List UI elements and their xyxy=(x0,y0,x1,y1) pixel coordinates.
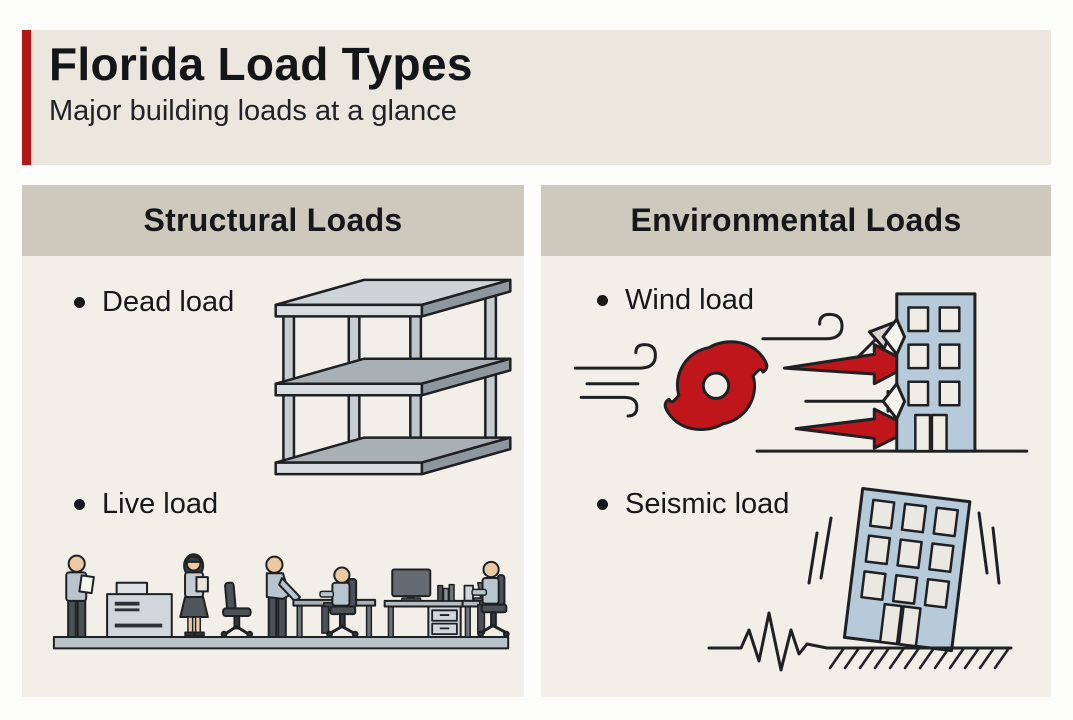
wind-load-label: Wind load xyxy=(625,284,754,316)
printer xyxy=(107,583,172,637)
panel-structural-body: Dead load xyxy=(22,256,524,697)
hurricane-arrows-building-icon xyxy=(571,286,1031,457)
panel-environmental-loads: Environmental Loads Wind load xyxy=(541,185,1051,697)
bullet-icon xyxy=(597,295,608,306)
panel-environmental-header: Environmental Loads xyxy=(541,185,1051,256)
panel-structural-header: Structural Loads xyxy=(22,185,524,256)
bullet-icon xyxy=(597,499,608,510)
list-item-live-load: Live load xyxy=(74,488,218,521)
list-item-wind-load: Wind load xyxy=(597,284,754,317)
live-load-label: Live load xyxy=(102,488,219,520)
office-chair xyxy=(222,582,252,636)
leaning-man xyxy=(266,557,300,637)
seated-person xyxy=(320,568,358,637)
standing-person xyxy=(66,556,94,637)
header-inner: Florida Load Types Major building loads … xyxy=(31,30,1051,129)
page-title: Florida Load Types xyxy=(49,38,473,90)
seismic-load-label: Seismic load xyxy=(625,488,790,520)
office-occupants-icon xyxy=(52,538,512,657)
dead-load-label: Dead load xyxy=(102,286,235,318)
header-banner: Florida Load Types Major building loads … xyxy=(22,30,1051,165)
list-item-dead-load: Dead load xyxy=(74,286,234,319)
panel-structural-loads: Structural Loads Dead load xyxy=(22,185,524,697)
page-subtitle: Major building loads at a glance xyxy=(49,95,457,127)
bullet-icon xyxy=(74,297,85,308)
list-item-seismic-load: Seismic load xyxy=(597,488,789,521)
desk-with-monitor xyxy=(385,569,463,636)
bullet-icon xyxy=(74,499,85,510)
desk-with-laptop xyxy=(463,562,509,637)
panel-environmental-title: Environmental Loads xyxy=(630,202,962,238)
standing-woman xyxy=(180,554,208,636)
panel-environmental-body: Wind load xyxy=(541,256,1051,697)
panel-structural-title: Structural Loads xyxy=(143,202,403,238)
tilted-building-seismograph-icon xyxy=(559,478,1029,693)
three-story-frame-icon xyxy=(268,276,518,478)
